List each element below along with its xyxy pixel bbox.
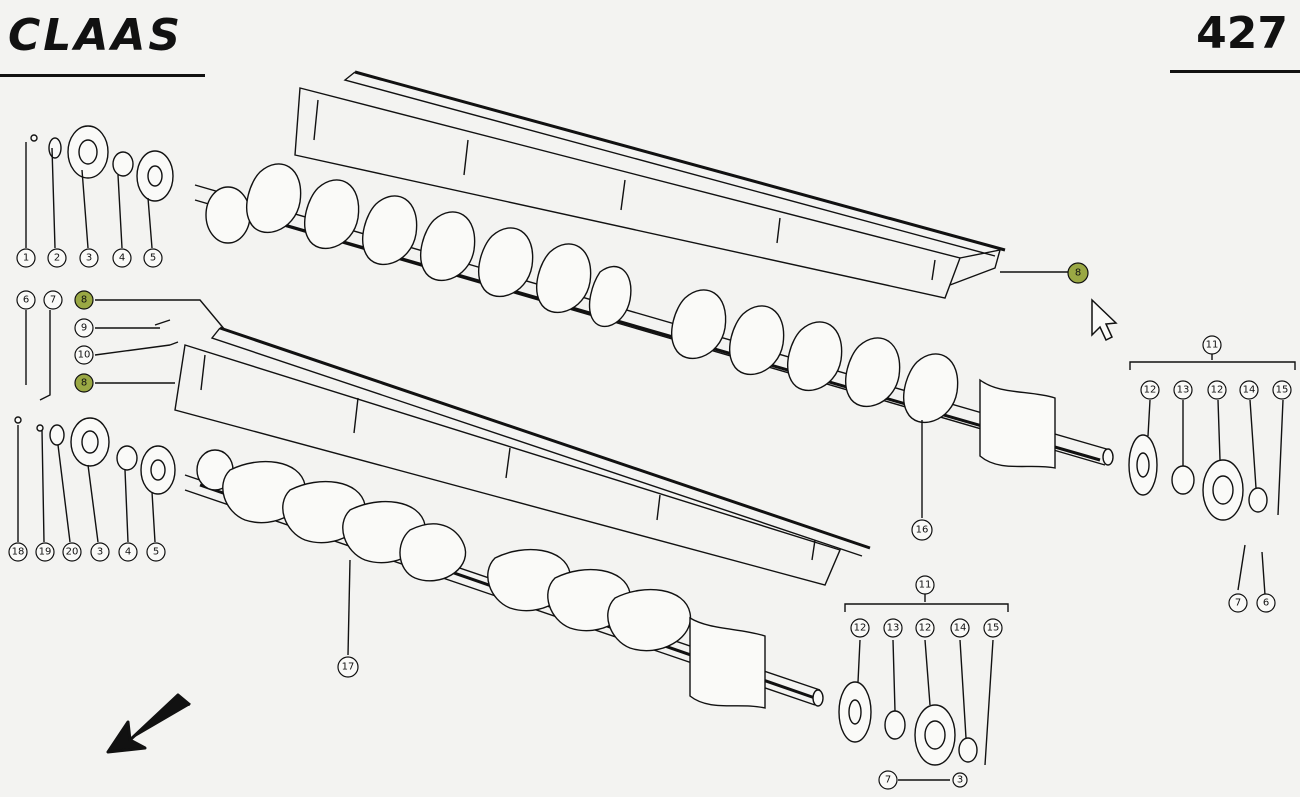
svg-text:18: 18 xyxy=(12,547,25,558)
svg-text:3: 3 xyxy=(86,253,92,264)
svg-text:5: 5 xyxy=(150,253,156,264)
arrow-down-left-icon xyxy=(106,693,191,754)
svg-text:15: 15 xyxy=(1276,385,1289,396)
svg-text:6: 6 xyxy=(1263,598,1269,609)
svg-text:4: 4 xyxy=(125,547,131,558)
svg-text:10: 10 xyxy=(78,350,91,361)
svg-text:8: 8 xyxy=(1075,268,1081,279)
upper-left-hardware xyxy=(25,125,174,249)
svg-text:11: 11 xyxy=(1206,340,1219,351)
mouse-pointer-icon xyxy=(1091,298,1118,342)
svg-text:9: 9 xyxy=(81,323,87,334)
svg-text:4: 4 xyxy=(119,253,125,264)
svg-text:12: 12 xyxy=(854,623,867,634)
upper-cover-plate xyxy=(294,70,1006,299)
svg-text:1: 1 xyxy=(23,253,29,264)
svg-text:7: 7 xyxy=(885,775,891,786)
callouts-lower-right-bearing: 11 12 13 12 14 15 7 3 xyxy=(850,575,1003,790)
page-number: 427 xyxy=(1196,8,1288,59)
svg-text:12: 12 xyxy=(1211,385,1224,396)
callouts-left-group: 6 7 8 9 10 8 xyxy=(16,290,94,393)
upper-auger-flights xyxy=(246,163,959,423)
svg-text:17: 17 xyxy=(342,662,355,673)
svg-text:13: 13 xyxy=(1177,385,1190,396)
svg-text:7: 7 xyxy=(50,295,56,306)
svg-text:14: 14 xyxy=(1243,385,1256,396)
svg-text:13: 13 xyxy=(887,623,900,634)
lower-auger xyxy=(184,449,824,709)
callouts-upper-left: 1 2 3 4 5 xyxy=(16,248,163,268)
upper-auger xyxy=(194,163,1114,469)
svg-text:12: 12 xyxy=(919,623,932,634)
svg-text:3: 3 xyxy=(97,547,103,558)
svg-text:19: 19 xyxy=(39,547,52,558)
svg-text:16: 16 xyxy=(916,525,929,536)
svg-text:2: 2 xyxy=(54,253,60,264)
leader-lower-auger xyxy=(347,559,351,656)
callouts-upper-right-bearing: 11 12 13 12 14 15 7 6 xyxy=(1140,335,1292,613)
svg-text:20: 20 xyxy=(66,547,79,558)
svg-text:11: 11 xyxy=(919,580,932,591)
svg-text:3: 3 xyxy=(957,775,963,786)
claas-logo: CLAAS xyxy=(8,10,184,61)
svg-text:6: 6 xyxy=(23,295,29,306)
lower-auger-flights xyxy=(222,460,692,652)
callout-lower-auger: 17 xyxy=(337,656,359,678)
svg-text:7: 7 xyxy=(1235,598,1241,609)
svg-text:14: 14 xyxy=(954,623,967,634)
lower-left-hardware xyxy=(14,299,226,543)
header-rule-right xyxy=(1170,70,1300,73)
callout-upper-auger: 16 xyxy=(911,519,933,541)
lower-cover-plate xyxy=(174,326,871,586)
lower-right-bearing-parts xyxy=(838,594,1009,781)
upper-right-bearing-parts xyxy=(1000,271,1296,596)
svg-text:15: 15 xyxy=(987,623,1000,634)
svg-text:8: 8 xyxy=(81,295,87,306)
callout-upper-right-highlight[interactable]: 8 xyxy=(1067,262,1089,284)
svg-text:12: 12 xyxy=(1144,385,1157,396)
header-rule-left xyxy=(0,74,205,77)
callouts-lower-left: 18 19 20 3 4 5 xyxy=(8,542,166,562)
svg-text:8: 8 xyxy=(81,378,87,389)
svg-text:5: 5 xyxy=(153,547,159,558)
